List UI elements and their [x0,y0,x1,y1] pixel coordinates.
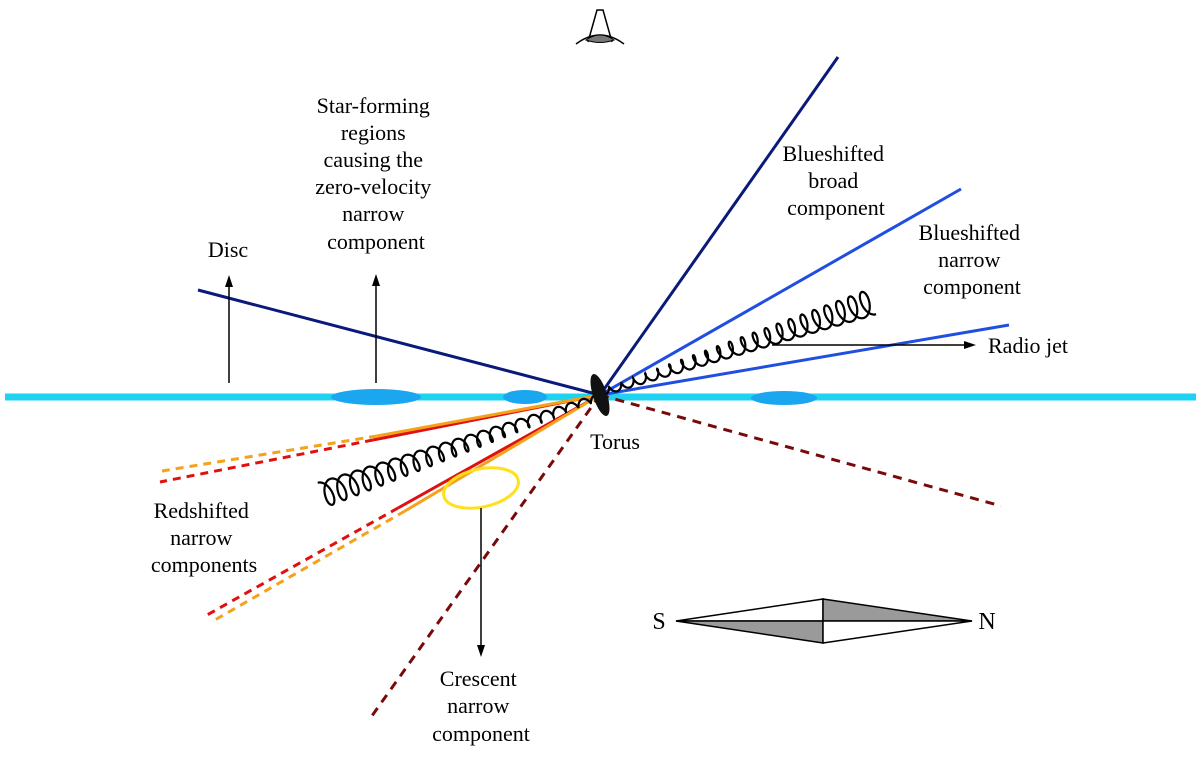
orange-narrow-line-lower-dashed [212,509,406,623]
orange-narrow-line-upper-solid [376,393,601,438]
radio-jet-label: Radio jet [988,333,1068,358]
orange-narrow-line-lower-solid [404,393,601,513]
radio-jet-helix-southwest [317,394,596,506]
star-forming-label: Star-forming regions causing the zero-ve… [315,93,437,254]
star-forming-arrow [372,274,380,383]
disc-arrow [225,275,233,383]
compass-rose [675,598,973,644]
disc-label: Disc [208,237,249,262]
compass-south-label: S [652,609,665,635]
crescent-ellipse [442,466,520,510]
torus [590,373,610,417]
blue-narrow-line-lower [599,323,1010,397]
torus-label: Torus [590,429,640,454]
compass-north-label: N [978,609,995,635]
blue-broad-label: Blueshifted broad component [783,141,890,220]
blue-narrow-label: Blueshifted narrow component [919,220,1026,299]
dark-red-dashed-line-east [599,393,1002,508]
orange-narrow-line-upper-dashed [161,434,378,473]
crescent-arrow [477,508,485,657]
radio-jet-arrow [772,341,976,349]
star-forming-blob [751,391,817,405]
dark-red-dashed-line-south [367,394,602,721]
blue-narrow-line-upper [599,187,962,397]
eye-icon [575,9,625,45]
red-narrow-line-lower-dashed [206,506,399,617]
radio-jet-helix-northeast [604,290,877,396]
star-forming-blob [331,389,421,405]
broad-component-line-front [598,56,840,396]
crescent-label: Crescent narrow component [432,666,530,746]
broad-component-line-back [197,288,601,397]
star-forming-blob [503,390,547,404]
red-narrow-label: Redshifted narrow components [151,498,257,577]
